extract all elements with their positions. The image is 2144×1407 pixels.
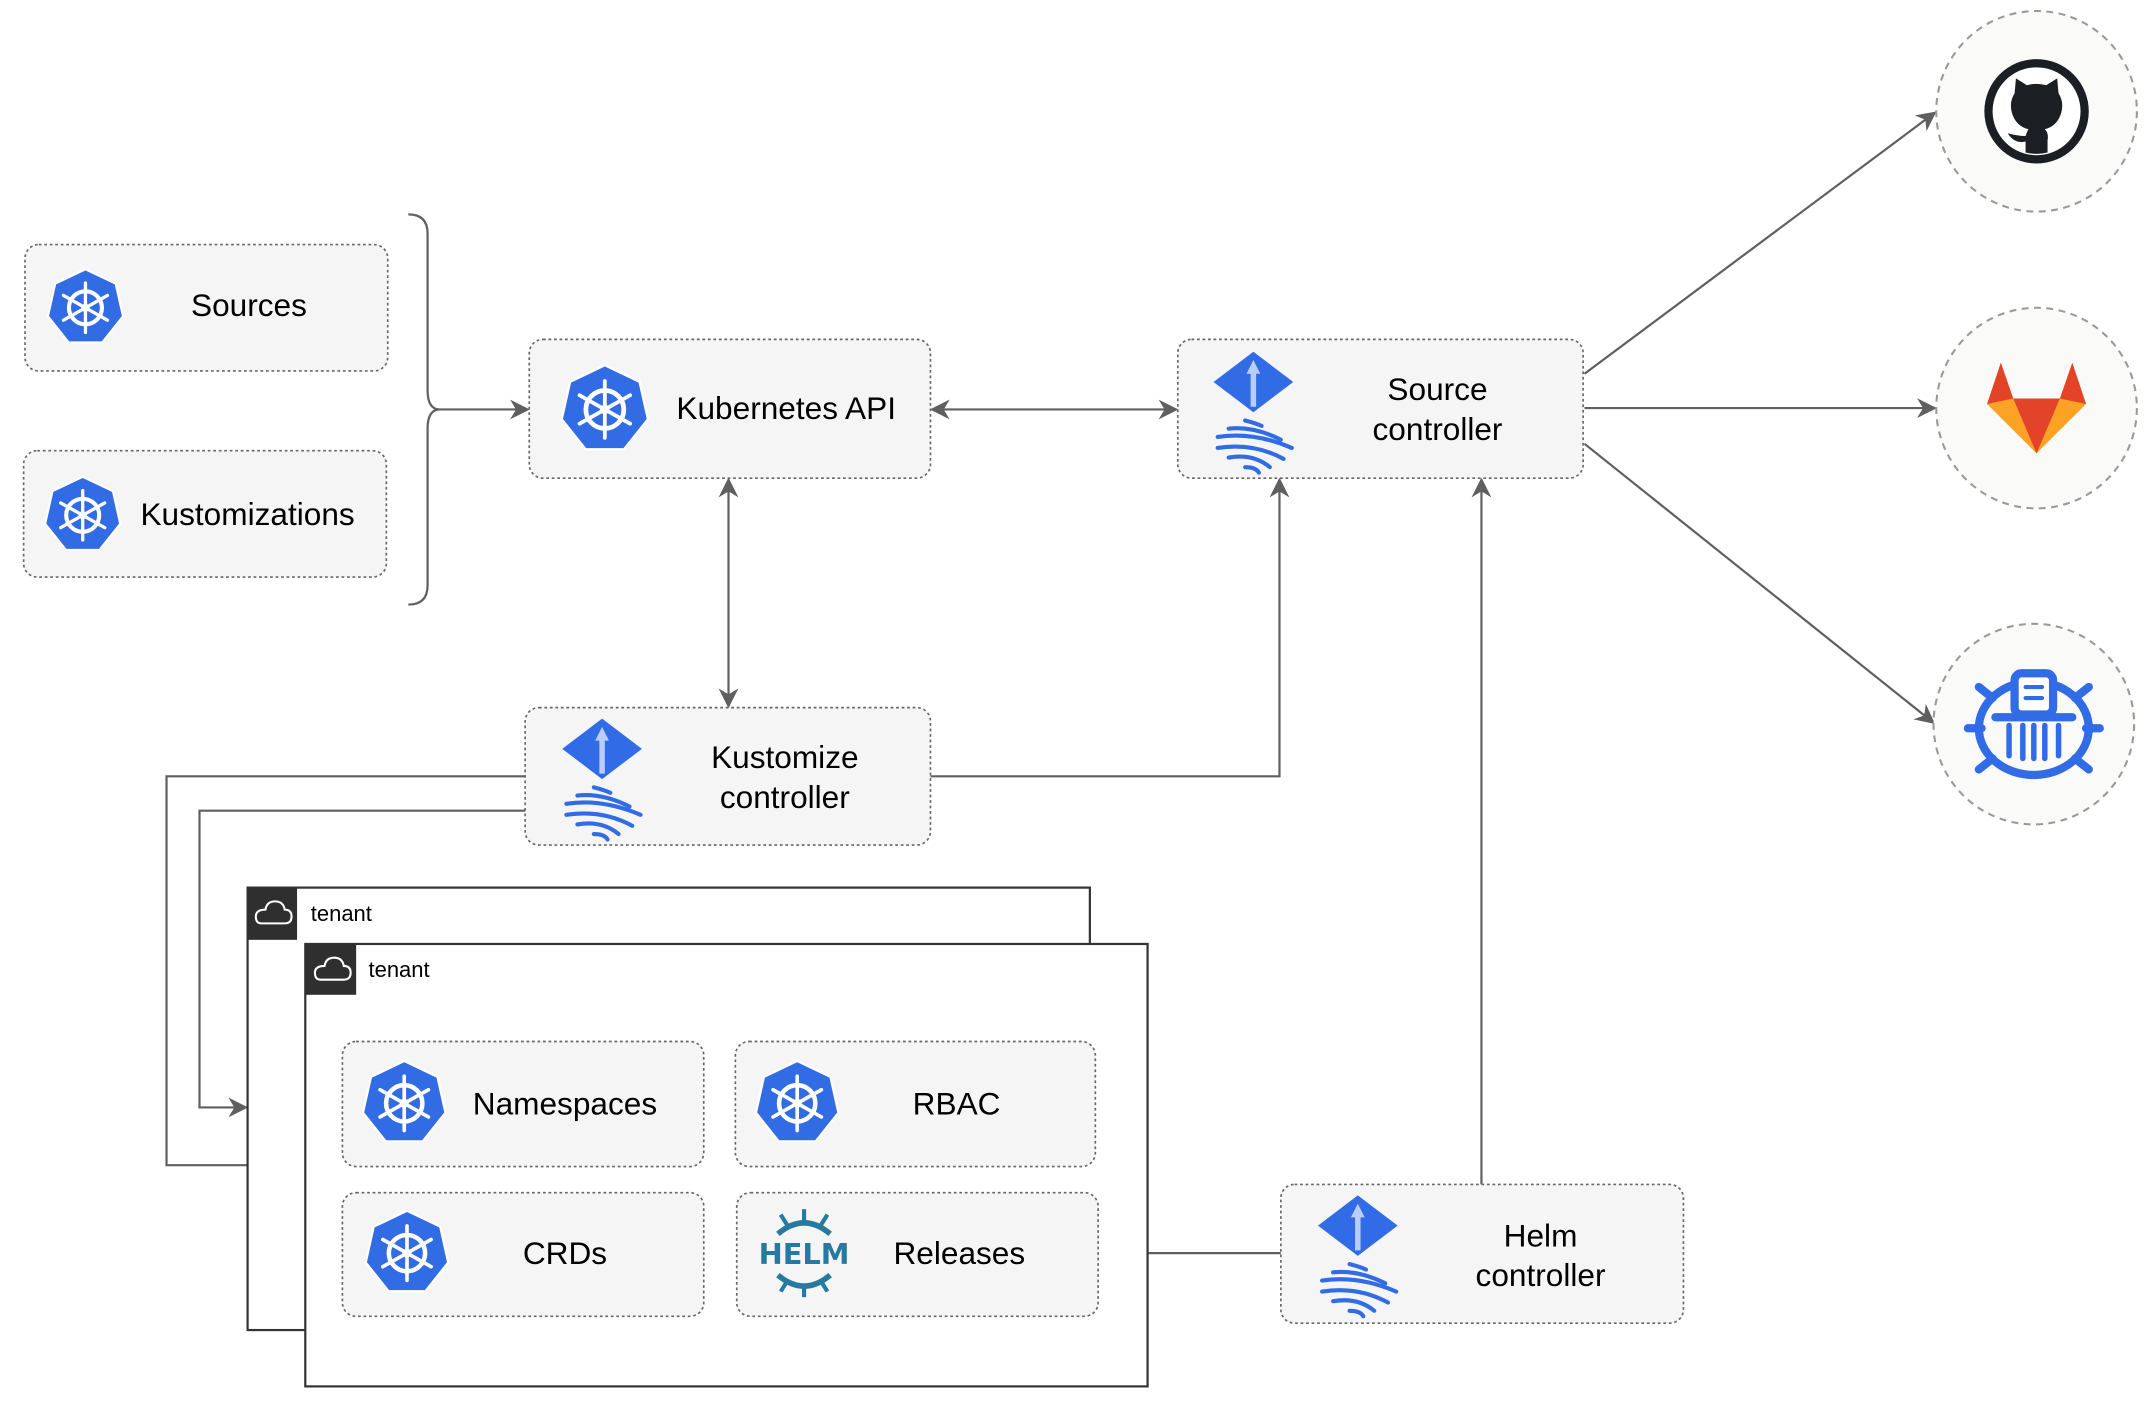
edges — [165, 111, 1937, 1264]
node-releases[interactable]: HELM Releases — [735, 1191, 1099, 1318]
node-kubernetes-api[interactable]: Kubernetes API — [528, 338, 932, 479]
tenant-front[interactable]: tenant Namespaces RBAC CRDs HELM Release… — [304, 942, 1149, 1388]
node-helm-controller[interactable]: Helm controller — [1280, 1183, 1685, 1325]
node-namespaces[interactable]: Namespaces — [341, 1040, 705, 1168]
node-label-line1: Helm — [1504, 1217, 1578, 1253]
node-label-line2: controller — [1373, 411, 1503, 447]
node-kustomize-controller[interactable]: Kustomize controller — [524, 706, 932, 846]
node-label: Releases — [893, 1235, 1025, 1271]
node-label-line2: controller — [1476, 1257, 1606, 1293]
node-label: Kubernetes API — [676, 390, 896, 426]
gitlab-icon — [1987, 362, 2087, 454]
brace — [408, 213, 441, 606]
node-source-controller[interactable]: Source controller — [1176, 338, 1584, 479]
node-kustomizations[interactable]: Kustomizations — [22, 449, 388, 578]
edge-source-to-bucket — [1583, 442, 1936, 724]
edge-source-to-github — [1583, 111, 1937, 375]
edge-kustomize-to-tenant-back — [198, 809, 526, 1118]
node-label-line1: Source — [1387, 371, 1487, 407]
node-sources[interactable]: Sources — [24, 243, 389, 372]
tenant-label: tenant — [369, 957, 430, 982]
edge-kustomize-to-tenant-front — [165, 775, 526, 1176]
node-label: Sources — [191, 287, 307, 323]
helm-icon: HELM — [759, 1209, 850, 1298]
bucket-icon — [1963, 669, 2104, 780]
gitlab-source[interactable] — [1935, 306, 2138, 510]
node-label-line1: Kustomize — [711, 739, 858, 775]
node-label: Namespaces — [473, 1085, 657, 1121]
node-label: CRDs — [523, 1235, 607, 1271]
tenant-header-badge — [247, 887, 298, 940]
edge-kustomize-to-source — [930, 477, 1290, 778]
github-source[interactable] — [1935, 9, 2138, 213]
node-label: RBAC — [913, 1085, 1001, 1121]
bucket-source[interactable] — [1932, 622, 2136, 826]
github-icon — [1984, 59, 2089, 164]
node-crds[interactable]: CRDs — [341, 1191, 705, 1318]
node-rbac[interactable]: RBAC — [734, 1040, 1097, 1168]
node-label: Kustomizations — [140, 496, 354, 532]
helm-logo-text: HELM — [759, 1237, 850, 1271]
tenant-label: tenant — [311, 901, 372, 926]
tenant-header-badge — [305, 943, 357, 995]
node-label-line2: controller — [720, 779, 850, 815]
